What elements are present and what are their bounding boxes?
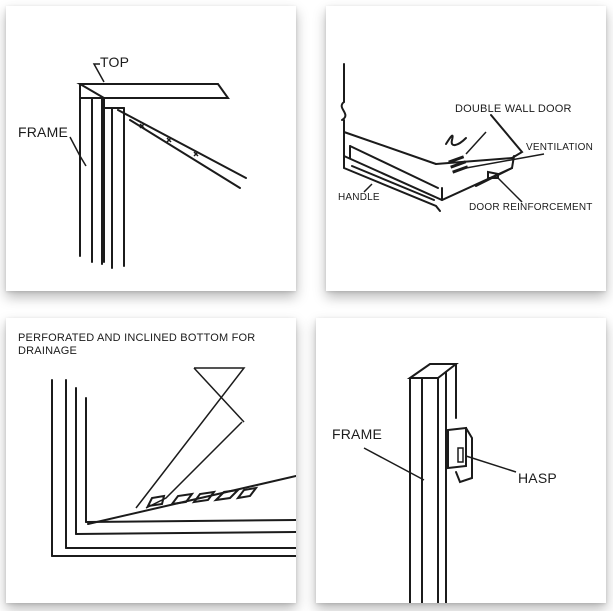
- door-panel: DOUBLE WALL DOOR VENTILATION HANDLE DOOR…: [326, 6, 606, 291]
- handle-label: HANDLE: [338, 192, 380, 203]
- frame-label: FRAME: [18, 124, 68, 140]
- door-reinforcement-label: DOOR REINFORCEMENT: [469, 202, 593, 213]
- ventilation-label: VENTILATION: [526, 142, 594, 153]
- frame-top-panel: TOP FRAME: [6, 6, 296, 291]
- perforation-slots: [146, 486, 259, 508]
- double-wall-door-label: DOUBLE WALL DOOR: [455, 103, 572, 115]
- hasp-panel: FRAME HASP: [316, 318, 606, 603]
- bottom-drawing: [51, 367, 296, 557]
- door-drawing: [340, 63, 545, 212]
- perforated-bottom-label: PERFORATED AND INCLINED BOTTOM FOR DRAIN…: [18, 332, 256, 357]
- ventilation-slots: [448, 155, 469, 174]
- rivet-marks: [139, 123, 199, 157]
- top-label: TOP: [100, 54, 130, 70]
- bottom-panel: PERFORATED AND INCLINED BOTTOM FOR DRAIN…: [6, 318, 296, 603]
- hasp-label: HASP: [518, 470, 557, 486]
- frame-top-drawing: [69, 63, 247, 269]
- hasp-drawing: [363, 363, 517, 603]
- frame-label-hasp: FRAME: [332, 426, 382, 442]
